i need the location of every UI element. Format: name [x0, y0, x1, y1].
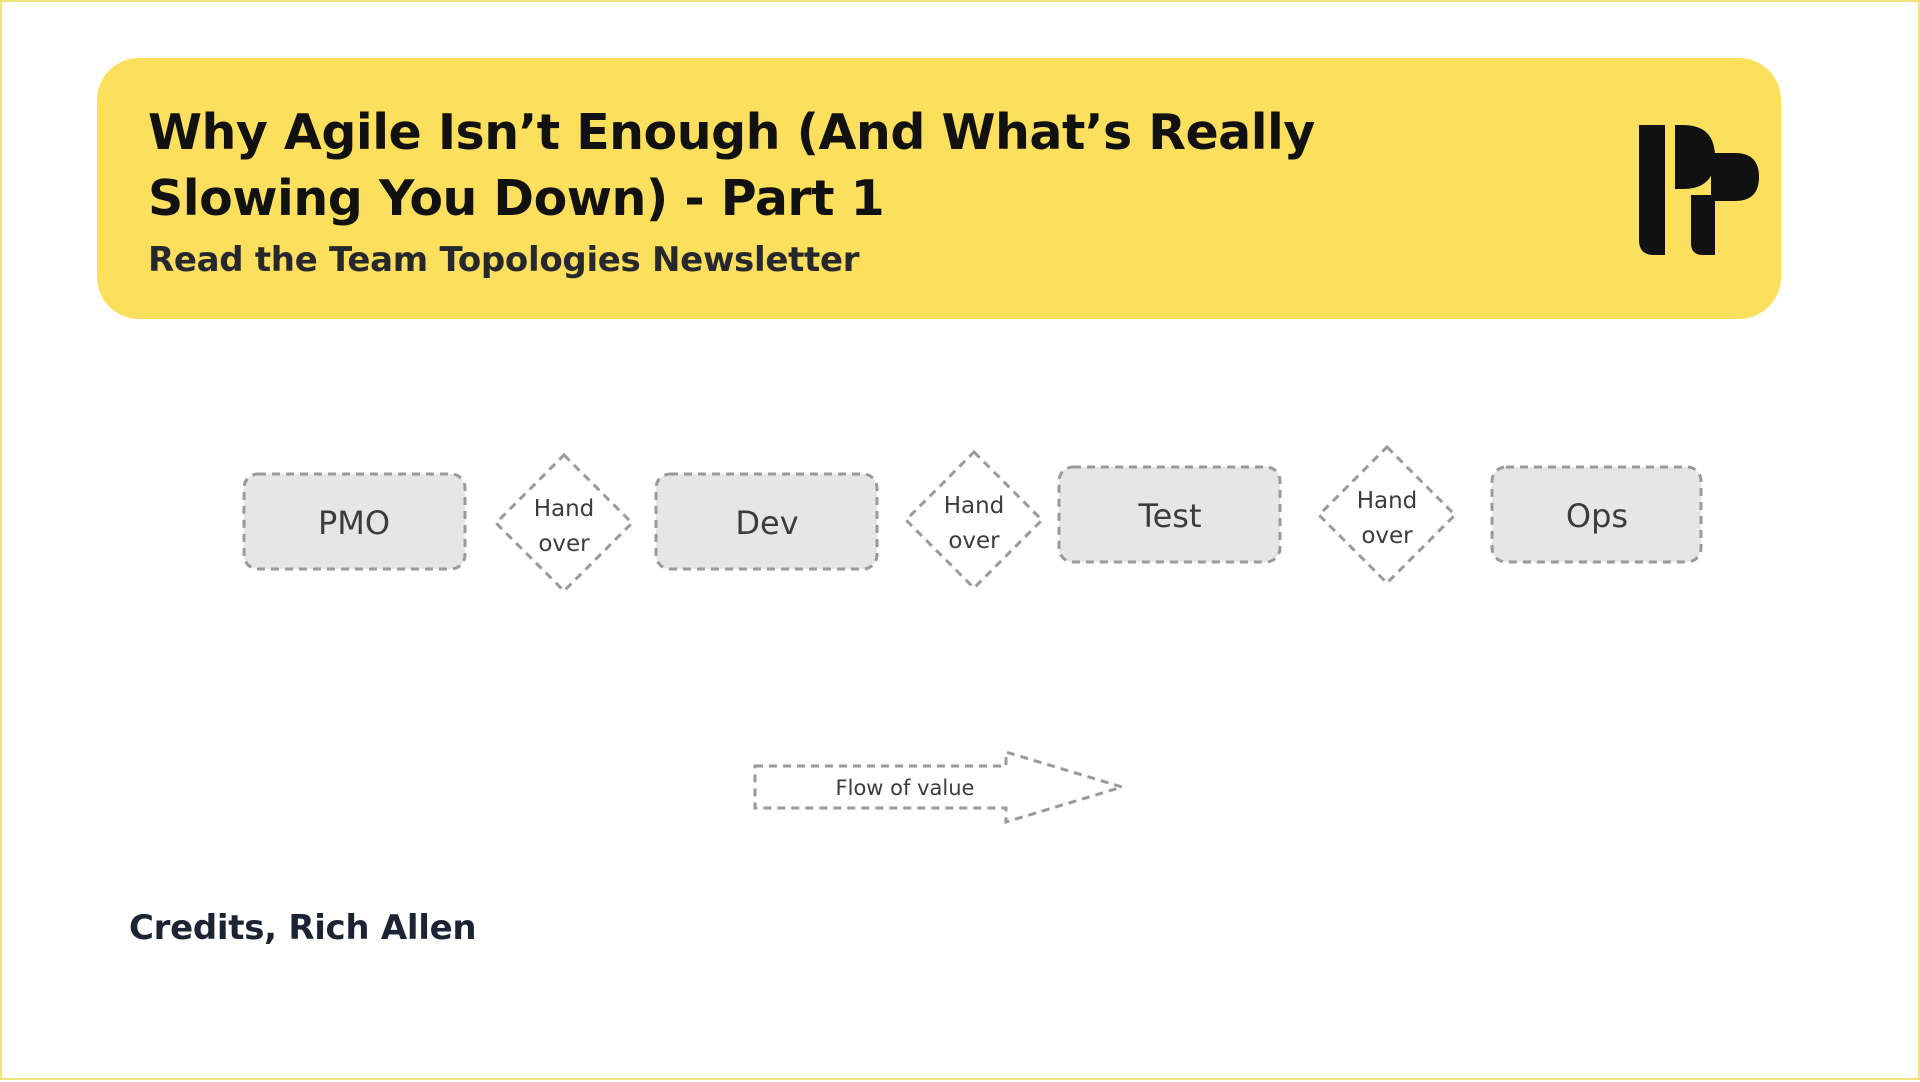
stage-label-dev: Dev	[735, 504, 798, 542]
page-title: Why Agile Isn’t Enough (And What’s Reall…	[148, 104, 1315, 227]
stage-box-ops	[1490, 465, 1703, 564]
team-topologies-logo-icon	[1639, 125, 1759, 255]
title-banner: Why Agile Isn’t Enough (And What’s Reall…	[97, 58, 1781, 319]
handover-diamond-2	[903, 449, 1045, 591]
handover-label-2-line2: over	[948, 528, 1000, 554]
flow-of-value-label: Flow of value	[836, 776, 975, 800]
stage-label-pmo: PMO	[318, 504, 390, 542]
stage-label-ops: Ops	[1566, 497, 1628, 535]
handover-label-3-line1: Hand	[1357, 488, 1418, 514]
handover-diamond-3	[1316, 444, 1458, 586]
flow-arrow	[753, 749, 1128, 825]
stage-box-test	[1057, 465, 1282, 564]
handover-label-2-line1: Hand	[944, 493, 1005, 519]
stage-box-pmo	[242, 472, 467, 571]
credits-text: Credits, Rich Allen	[129, 908, 477, 948]
handover-label-1-line1: Hand	[534, 496, 595, 522]
newsletter-subtitle: Read the Team Topologies Newsletter	[148, 240, 860, 280]
stage-label-test: Test	[1137, 497, 1201, 535]
handover-label-1-line2: over	[538, 531, 590, 557]
handover-label-3-line2: over	[1361, 523, 1413, 549]
stage-box-dev	[654, 472, 879, 571]
handover-diamond-1	[493, 452, 635, 594]
